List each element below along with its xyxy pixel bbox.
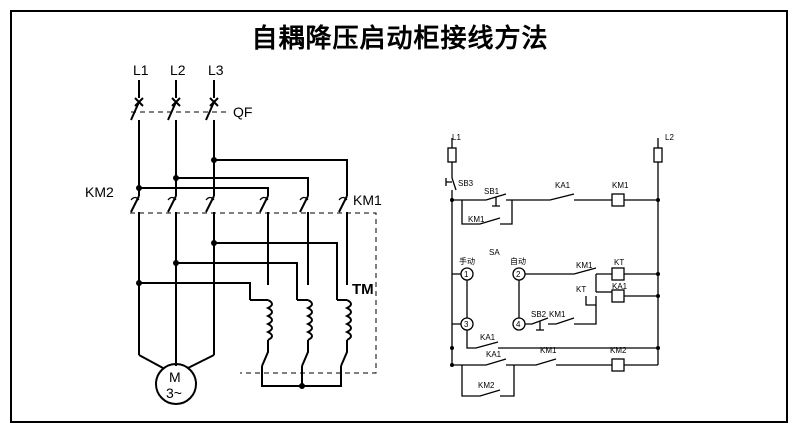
bus-l3-to-km1 [214, 159, 348, 196]
terminal-2-label: 2 [516, 270, 521, 279]
kt-contact-label: KT [576, 285, 586, 294]
km2-label: KM2 [85, 184, 114, 200]
tap-l1 [139, 282, 251, 300]
junction-dot [299, 383, 305, 389]
km1-holding-contact [461, 200, 513, 225]
fuse-left [447, 147, 457, 163]
auto-km1-contact [573, 267, 612, 275]
km2-rung [452, 358, 612, 366]
terminal-4-label: 4 [516, 320, 521, 329]
junction-dot [450, 346, 454, 350]
junction-dot [211, 157, 217, 163]
sb2-km1-label: KM1 [549, 310, 566, 319]
km2-km1-interlock [130, 212, 377, 374]
km2-coil-label: KM2 [610, 346, 627, 355]
selector-links [466, 280, 520, 318]
sb2-label: SB2 [531, 310, 547, 319]
junction-dot [656, 294, 660, 298]
motor-leads [138, 354, 215, 369]
km2-rung-ka1-label: KA1 [486, 350, 502, 359]
kt-timer-symbol [585, 296, 596, 306]
control-circuit: L1 L2 SB3 SB1 KA1 KM1 KM1 SA 手动 自动 1 [445, 133, 674, 397]
incoming-lines [138, 80, 215, 98]
sb2-button [525, 317, 556, 331]
tap-l3 [214, 242, 338, 300]
fuse-right [653, 147, 663, 163]
auto-km1-label: KM1 [576, 261, 593, 270]
junction-dot [656, 198, 660, 202]
km1-arc-marks [259, 196, 348, 201]
holding-km2-label: KM2 [478, 381, 495, 390]
ka1-coil-label: KA1 [612, 282, 628, 291]
auto-label: 自动 [510, 256, 526, 266]
terminal-1-label: 1 [464, 270, 469, 279]
selector-rail-taps [452, 273, 461, 325]
sb3-stop-button [445, 177, 457, 200]
selector-label: SA [489, 248, 500, 257]
breaker-blades [130, 101, 215, 121]
junction-dot [173, 260, 179, 266]
junction-dot [450, 198, 454, 202]
holding-km1-label: KM1 [468, 215, 485, 224]
motor-symbol [155, 363, 197, 405]
control-supply-l2: L2 [665, 133, 674, 142]
km2-contacts [130, 195, 215, 213]
page-title: 自耦降压启动柜接线方法 [251, 24, 549, 54]
transformer-coil-1 [265, 299, 273, 341]
km1-to-transformer [267, 212, 348, 285]
motor-label-m: M [169, 369, 181, 385]
km2-rung-km1-label: KM1 [540, 346, 557, 355]
phase-label-l2: L2 [170, 62, 186, 78]
sb3-label: SB3 [458, 179, 474, 188]
transformer-label: TM [352, 281, 374, 298]
junction-dot [173, 175, 179, 181]
manual-ka1-rung [466, 330, 658, 349]
manual-label: 手动 [459, 256, 475, 266]
sb1-start-button [485, 193, 507, 207]
kt-coil [611, 267, 625, 281]
kt-label: KT [614, 258, 624, 267]
motor-label-phases: 3~ [166, 385, 182, 401]
terminal-3-label: 3 [464, 320, 469, 329]
sb1-label: SB1 [484, 187, 500, 196]
rung1-ka1-label: KA1 [555, 181, 571, 190]
km2-arc-marks [130, 196, 215, 201]
km2-coil [611, 358, 625, 372]
bus-l1-to-km1 [139, 187, 269, 196]
transformer-coil-3 [344, 299, 352, 341]
manual-ka1-label: KA1 [480, 333, 496, 342]
junction-dot [656, 272, 660, 276]
main-circuit: L1 L2 L3 QF KM2 KM1 [85, 62, 382, 405]
junction-dot [656, 346, 660, 350]
junction-dot [136, 280, 142, 286]
tap-l2 [176, 262, 298, 300]
sb2-km1-contact [555, 296, 597, 325]
ka1-coil [611, 289, 625, 303]
junction-dot [211, 240, 217, 246]
breaker-label: QF [233, 104, 252, 120]
junction-dot [450, 363, 454, 367]
km1-coil [611, 193, 625, 207]
rung1-km1-label: KM1 [612, 181, 629, 190]
km2-holding-contact [461, 365, 515, 397]
control-supply-l1: L1 [452, 133, 461, 142]
bus-l2-to-km1 [176, 177, 309, 196]
transformer-coil-2 [305, 299, 313, 341]
breaker-crosses [134, 97, 219, 107]
km1-label: KM1 [353, 192, 382, 208]
phase-label-l1: L1 [133, 62, 149, 78]
km1-contacts [259, 195, 348, 213]
junction-dot [136, 185, 142, 191]
phase-conductors-upper [138, 120, 215, 196]
star-point-contacts [261, 340, 348, 367]
ka1-contact [549, 193, 612, 201]
phase-label-l3: L3 [208, 62, 224, 78]
star-point-bus [261, 366, 342, 387]
